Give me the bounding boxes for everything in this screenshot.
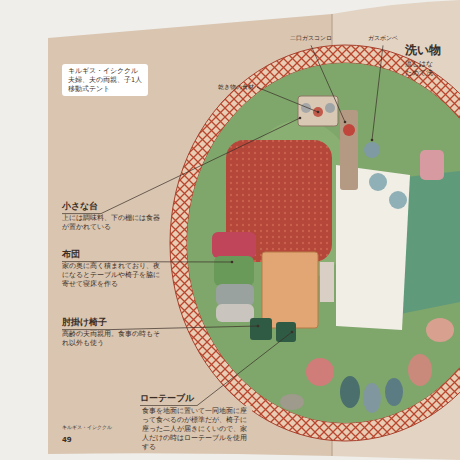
leader-line	[311, 45, 345, 122]
leader-dot	[299, 117, 302, 120]
jar	[325, 103, 335, 113]
sack	[408, 354, 432, 386]
callout-heading: 小さな台	[62, 200, 98, 213]
leader-line	[140, 332, 292, 406]
callout-label: 二口ガスコンロ	[290, 34, 332, 42]
wash-bowl	[389, 191, 407, 209]
callout-body: 食事を地面に置いて一同地面に座って食べるのが標準だが、椅子に座った二人が届きにく…	[140, 406, 252, 453]
futon	[212, 232, 256, 258]
bag	[420, 150, 444, 180]
callout-heading: 洗い物	[405, 42, 441, 59]
leader-dot	[344, 121, 347, 124]
leader-line	[372, 45, 383, 140]
callout-label: ガスボンベ	[368, 34, 398, 42]
leader-dot	[257, 325, 260, 328]
leader-dot	[371, 139, 374, 142]
stove-stand	[340, 110, 358, 190]
futon	[214, 256, 254, 286]
small-shelf	[298, 96, 338, 126]
callout-heading: ローテーブル	[140, 392, 194, 405]
sack	[306, 358, 334, 386]
tray	[320, 262, 334, 302]
wash-bowl	[369, 173, 387, 191]
sack	[340, 376, 360, 408]
page-number: 49	[62, 436, 72, 446]
stone	[280, 394, 304, 410]
leader-dot	[291, 331, 294, 334]
callout-label: 乾き物の食材	[218, 83, 254, 91]
leader-line	[62, 118, 300, 214]
info-text: 移動式テント	[68, 85, 142, 94]
info-text: キルギス・イシククル	[68, 67, 142, 76]
callout-body: 高齢の夫両親用。食事の時もそれ以外も使う	[62, 330, 165, 348]
jar	[313, 107, 323, 117]
jar	[301, 103, 311, 113]
futon	[216, 284, 254, 306]
futon	[216, 304, 254, 322]
sack	[385, 378, 403, 406]
sack	[363, 383, 381, 413]
gas-cylinder	[364, 142, 380, 158]
running-footer: キルギス・イシククル	[62, 424, 112, 431]
info-box: キルギス・イシククル夫婦、夫の両親、子1人移動式テント	[62, 64, 148, 96]
lattice-wall	[170, 45, 460, 441]
leader-line	[257, 87, 318, 112]
armchair	[276, 322, 296, 342]
low-table	[262, 252, 318, 328]
sack	[426, 318, 454, 342]
armchair	[250, 318, 272, 340]
leader-dot	[317, 111, 320, 114]
callout-body: 家の奥に高く積まれており、夜になるとテーブルや椅子を脇に寄せて寝床を作る	[62, 262, 165, 289]
callout-body: 流しはな ためて洗	[405, 60, 435, 78]
gas-burner	[343, 124, 355, 136]
callout-body: 上には調味料、下の棚には食器が置かれている	[62, 214, 165, 232]
grass-floor	[187, 63, 460, 423]
info-text: 夫婦、夫の両親、子1人	[68, 76, 142, 85]
callout-heading: 肘掛け椅子	[62, 316, 107, 329]
leader-dot	[231, 261, 234, 264]
callout-heading: 布団	[62, 248, 80, 261]
